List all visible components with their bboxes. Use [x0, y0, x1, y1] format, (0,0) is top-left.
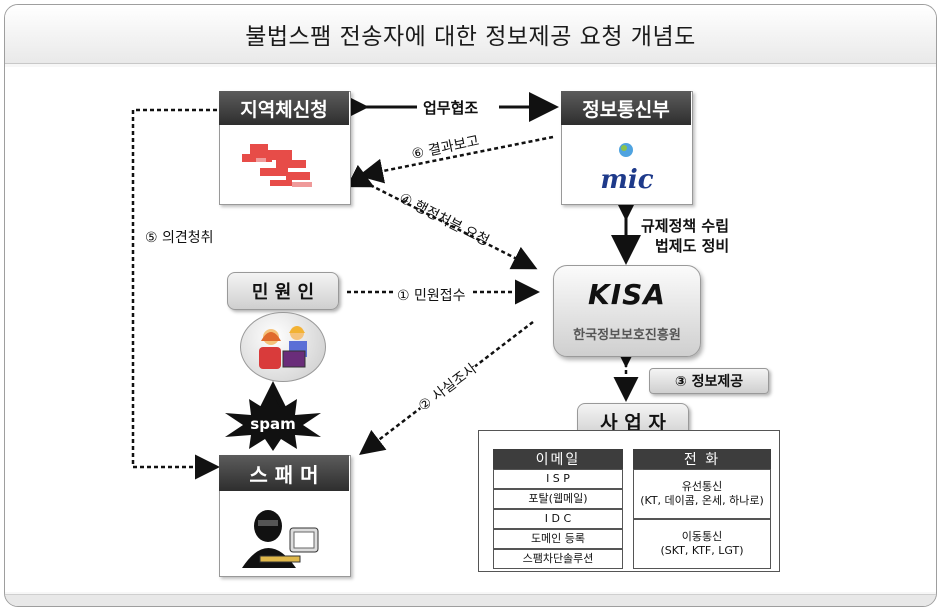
diagram-canvas: 지역체신청 mic 정보통신부 업무협조 ⑥ 결과보고 ④ 행정처분 요청 ⑤ …	[5, 67, 936, 592]
cooperation-label: 업무협조	[423, 99, 479, 117]
email-item-isp: I S P	[493, 469, 623, 489]
regional-office-title: 지역체신청	[219, 91, 349, 125]
email-item-portal: 포탈(웹메일)	[493, 489, 623, 509]
policy-label-line2: 법제도 정비	[655, 237, 730, 255]
kisa-logo: KISA	[588, 278, 666, 311]
phone-item-wired-name: 유선통신	[681, 480, 723, 494]
phone-item-mobile-name: 이동통신	[681, 530, 723, 544]
svg-text:spam: spam	[250, 415, 295, 433]
phone-item-wired: 유선통신 (KT, 데이콤, 온세, 하나로)	[633, 469, 771, 519]
hacker-icon	[242, 510, 319, 568]
spammer-title: 스 패 머	[219, 455, 349, 491]
regional-office-logo-icon	[242, 144, 312, 187]
svg-text:mic: mic	[600, 165, 653, 195]
complainant-title: 민 원 인	[227, 272, 339, 310]
phone-header: 전 화	[633, 449, 771, 469]
phone-item-wired-carriers: (KT, 데이콤, 온세, 하나로)	[640, 494, 764, 507]
diagram-frame: 불법스팸 전송자에 대한 정보제공 요청 개념도	[4, 4, 937, 607]
ministry-title: 정보통신부	[561, 91, 691, 125]
complainant-illustration	[240, 312, 326, 382]
admin-request-arrow	[346, 164, 538, 270]
email-item-idc: I D C	[493, 509, 623, 529]
diagram-title: 불법스팸 전송자에 대한 정보제공 요청 개념도	[5, 5, 936, 64]
info-provision-label: ③ 정보제공	[649, 368, 769, 394]
phone-item-mobile-carriers: (SKT, KTF, LGT)	[660, 544, 744, 557]
phone-item-mobile: 이동통신 (SKT, KTF, LGT)	[633, 519, 771, 569]
opinion-hearing-line	[131, 108, 220, 480]
kisa-node: KISA 한국정보보호진흥원	[553, 265, 701, 357]
spam-burst-icon: spam	[225, 395, 321, 451]
footer-band	[5, 594, 936, 606]
email-item-domain: 도메인 등록	[493, 529, 623, 549]
complaint-receipt-label: ① 민원접수	[393, 285, 470, 305]
kisa-name: 한국정보보호진흥원	[573, 328, 681, 343]
spam-burst: spam	[223, 395, 323, 451]
email-item-spam-solution: 스팸차단솔루션	[493, 549, 623, 569]
users-at-computer-icon	[259, 326, 307, 369]
email-header: 이메일	[493, 449, 623, 469]
mic-logo-icon: mic	[600, 143, 654, 195]
business-panel: 이메일 전 화 I S P 포탈(웹메일) I D C 도메인 등록 스팸차단솔…	[478, 430, 780, 572]
policy-label-line1: 규제정책 수립	[641, 217, 730, 235]
opinion-hearing-label: ⑤ 의견청취	[145, 230, 214, 246]
